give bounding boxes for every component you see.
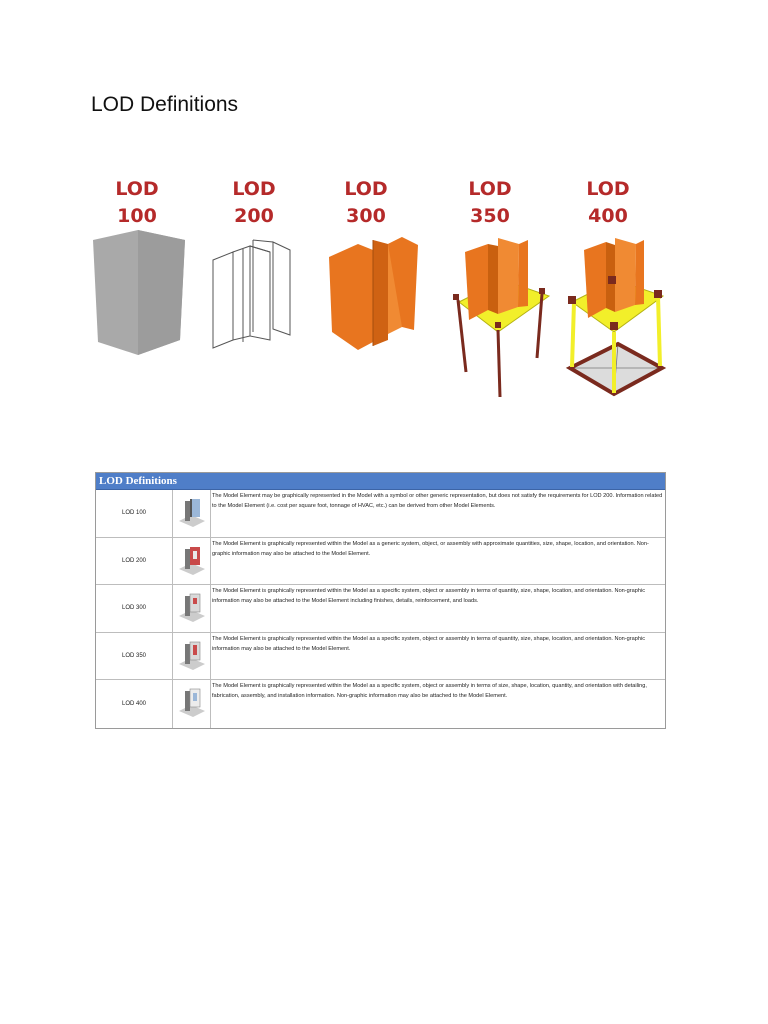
lod-description: The Model Element may be graphically rep… (212, 493, 663, 509)
lod-heading-number: 300 (346, 205, 386, 227)
lod350-thumbnail-icon (173, 632, 211, 679)
table-row: LOD 350 The Model Element is graphically… (96, 632, 665, 680)
lod-heading-300: LOD 300 (326, 176, 406, 230)
lod200-wireframe (212, 239, 291, 349)
lod-heading-350: LOD 350 (450, 176, 530, 230)
lod-heading-word: LOD (586, 178, 630, 200)
lod-heading-200: LOD 200 (214, 176, 294, 230)
table-row: LOD 100 The Model Element may be graphic… (96, 490, 665, 538)
lod400-column (565, 238, 667, 397)
lod-description: The Model Element is graphically represe… (212, 635, 646, 652)
lod400-thumbnail-icon (173, 680, 211, 728)
lod-heading-400: LOD 400 (568, 176, 648, 230)
lod-heading-word: LOD (232, 178, 276, 200)
lod100-thumbnail-icon (173, 490, 211, 537)
lod-heading-word: LOD (115, 178, 159, 200)
lod300-thumbnail-icon (173, 585, 211, 632)
lod350-column (453, 238, 551, 398)
lod-definitions-table: LOD Definitions LOD 100 The Model Elemen… (95, 472, 666, 729)
lod-heading-word: LOD (468, 178, 512, 200)
lod-label: LOD 350 (96, 632, 173, 679)
lod-description: The Model Element is graphically represe… (212, 683, 647, 699)
lod-heading-100: LOD 100 (97, 176, 177, 230)
lod-illustration: LOD 100 LOD 200 LOD 300 LOD 350 LOD 400 (88, 172, 678, 407)
table-row: LOD 200 The Model Element is graphically… (96, 537, 665, 585)
lod-heading-word: LOD (344, 178, 388, 200)
table-row: LOD 300 The Model Element is graphically… (96, 585, 665, 633)
page-title: LOD Definitions (91, 93, 239, 116)
lod200-thumbnail-icon (173, 537, 211, 584)
lod-label: LOD 100 (96, 490, 173, 537)
lod-heading-number: 400 (588, 205, 628, 227)
lod-label: LOD 200 (96, 537, 173, 584)
lod-heading-number: 200 (234, 205, 274, 227)
lod100-block (93, 230, 185, 355)
table-row: LOD 400 The Model Element is graphically… (96, 680, 665, 728)
lod300-column (329, 237, 418, 350)
lod-description: The Model Element is graphically represe… (212, 540, 649, 557)
lod-label: LOD 300 (96, 585, 173, 632)
lod-label: LOD 400 (96, 680, 173, 728)
lod-heading-number: 350 (470, 205, 510, 227)
lod-heading-number: 100 (117, 205, 157, 227)
table-header: LOD Definitions (96, 473, 665, 490)
lod-models-svg (93, 230, 667, 398)
lod-description: The Model Element is graphically represe… (212, 588, 646, 604)
